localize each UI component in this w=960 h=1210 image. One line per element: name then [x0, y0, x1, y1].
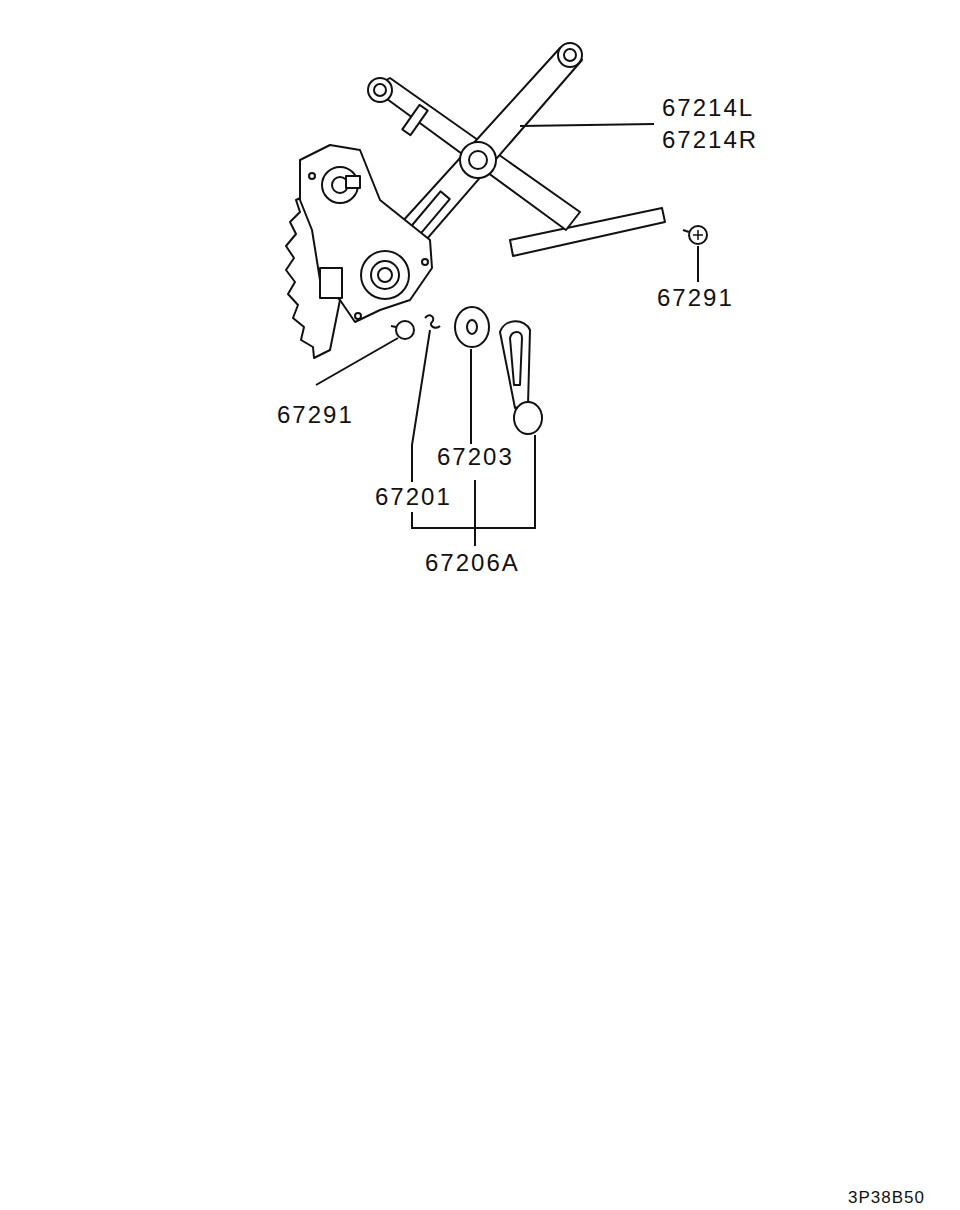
callout-number: 67203 — [437, 444, 514, 470]
leader-line — [316, 338, 398, 385]
handle-knob — [514, 402, 542, 434]
leader-line — [697, 246, 699, 282]
lower-channel — [510, 208, 665, 256]
bracket-line — [474, 480, 476, 546]
leader-line — [520, 124, 654, 126]
callout-number: 67291 — [277, 402, 354, 428]
screw — [396, 321, 414, 339]
bracket-line — [412, 435, 535, 528]
handle — [500, 321, 530, 408]
callout-number: 67201 — [375, 484, 452, 510]
pivot — [460, 142, 496, 178]
base-plate — [300, 145, 432, 322]
screw — [689, 226, 707, 244]
arm-roller — [558, 43, 582, 67]
lift-arm — [372, 78, 580, 230]
drawing-code: 3P38B50 — [848, 1188, 925, 1207]
callout-number: 67291 — [657, 285, 734, 311]
callout-number: 67206A — [425, 550, 520, 576]
window-regulator — [286, 43, 707, 434]
leader-line — [470, 349, 472, 444]
leader-lines — [316, 124, 698, 546]
drive-spindle — [361, 251, 409, 299]
clip — [425, 315, 440, 327]
callout-number: 67214R — [662, 127, 758, 153]
washer — [455, 307, 489, 347]
leader-line — [412, 330, 430, 482]
arm-roller — [368, 78, 392, 102]
callout-number: 67214L — [662, 95, 754, 121]
